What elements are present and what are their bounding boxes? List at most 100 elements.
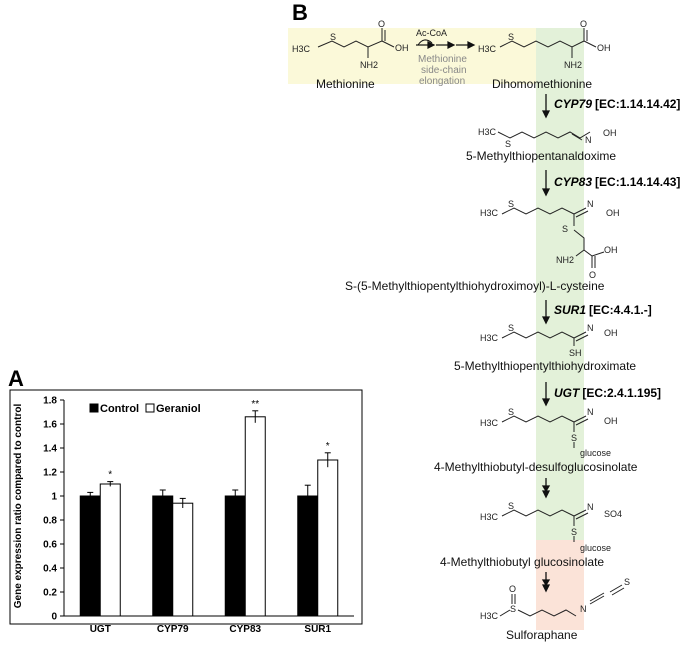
methionine-highlight xyxy=(288,28,536,84)
pathway-arrows xyxy=(541,94,551,593)
chart-frame xyxy=(9,389,363,625)
elongation-line-3: elongation xyxy=(419,76,465,87)
bar-control-ugt xyxy=(79,495,101,617)
y-tick-label: 1.4 xyxy=(43,444,57,455)
legend-label-geraniol: Geraniol xyxy=(156,403,201,415)
bar-geraniol-cyp83 xyxy=(244,416,266,617)
desulfo-s-glc: S xyxy=(571,433,577,443)
bar-geraniol-ugt xyxy=(99,483,121,617)
desulfo-glucose: glucose xyxy=(580,448,611,458)
elongation-line-2: side-chain xyxy=(421,65,467,76)
significance-label: ** xyxy=(251,399,259,410)
cysteine-s: S xyxy=(508,199,514,209)
y-tick-label: 1.8 xyxy=(43,396,57,407)
ac-coa-label: Ac-CoA xyxy=(416,28,447,38)
thiohydroximate-oh: OH xyxy=(604,328,618,338)
glucosinolate-so4: SO4 xyxy=(604,509,622,519)
methionine-h3c: H3C xyxy=(292,44,311,54)
aldoxime-label: 5-Methylthiopentanaldoxime xyxy=(466,149,616,163)
sulforaphane-n: N xyxy=(580,604,587,614)
dihomomethionine-oh: OH xyxy=(597,43,611,53)
y-axis-title: Gene expression ratio compared to contro… xyxy=(13,404,24,609)
methionine-oh: OH xyxy=(395,43,409,53)
chart-legend: Control Geraniol xyxy=(89,403,201,415)
cysteine-n: N xyxy=(587,199,594,209)
y-tick-label: 0.2 xyxy=(43,588,57,599)
cysteine-oh-oxime: OH xyxy=(606,208,620,218)
x-tick-label: SUR1 xyxy=(304,624,331,635)
step-cyp79: CYP79[EC:1.14.14.42] xyxy=(554,97,680,111)
sulforaphane-h3c: H3C xyxy=(480,611,499,621)
legend-label-control: Control xyxy=(100,403,139,415)
step-cyp83: CYP83[EC:1.14.14.43] xyxy=(554,175,680,189)
legend-swatch-geraniol xyxy=(145,403,155,413)
bar-control-cyp83 xyxy=(224,495,246,617)
y-tick-label: 0.8 xyxy=(43,516,57,527)
elongation-line-1: Methionine xyxy=(418,54,467,65)
panel-a-letter: A xyxy=(8,366,24,391)
y-tick-label: 0.6 xyxy=(43,540,57,551)
thiohydroximate-s: S xyxy=(508,323,514,333)
y-tick-label: 0.4 xyxy=(43,564,57,575)
aldoxime-s: S xyxy=(505,139,511,149)
sulforaphane-label: Sulforaphane xyxy=(506,628,578,642)
cysteine-oh-acid: OH xyxy=(604,245,618,255)
thiohydroximate-structure xyxy=(501,331,589,346)
step-sur1-ec: [EC:4.4.1.-] xyxy=(589,303,652,317)
legend-swatch-control xyxy=(89,403,99,413)
desulfo-label: 4-Methylthiobutyl-desulfoglucosinolate xyxy=(434,460,638,474)
y-tick-label: 0 xyxy=(51,612,57,623)
thiohydroximate-n: N xyxy=(587,323,594,333)
methionine-structure xyxy=(317,28,395,58)
thiohydroximate-h3c: H3C xyxy=(480,333,499,343)
dihomomethionine-nh2: NH2 xyxy=(564,60,582,70)
dihomomethionine-s: S xyxy=(508,32,514,42)
dihomomethionine-o: O xyxy=(580,19,587,29)
cysteine-o: O xyxy=(589,270,596,280)
desulfo-h3c: H3C xyxy=(480,418,499,428)
step-ugt: UGT[EC:2.4.1.195] xyxy=(554,386,661,400)
aldoxime-structure xyxy=(497,131,591,141)
thiohydroximate-sh: SH xyxy=(569,348,582,358)
cysteine-nh2: NH2 xyxy=(556,255,574,265)
sulforaphane-structure xyxy=(499,584,625,617)
significance-label: * xyxy=(326,441,330,452)
bar-geraniol-cyp79 xyxy=(172,502,194,617)
dihomomethionine-label: Dihomomethionine xyxy=(492,77,592,91)
ac-coa-curve-arrow xyxy=(417,39,433,46)
methionine-label: Methionine xyxy=(316,77,375,91)
step-ugt-gene: UGT xyxy=(554,386,581,400)
cysteine-s-link: S xyxy=(562,224,568,234)
aldoxime-oh: OH xyxy=(603,128,617,138)
glucosinolate-structure xyxy=(501,509,589,542)
significance-label: * xyxy=(108,470,112,481)
desulfo-structure xyxy=(501,415,589,448)
bar-control-sur1 xyxy=(297,495,319,617)
x-tick-label: CYP83 xyxy=(229,624,261,635)
glucosinolate-s-glc: S xyxy=(571,527,577,537)
aldoxime-n: N xyxy=(585,135,592,145)
dihomomethionine-h3c: H3C xyxy=(478,44,497,54)
y-ticks: 00.20.40.60.811.21.41.61.8 xyxy=(43,396,64,623)
step-sur1: SUR1[EC:4.4.1.-] xyxy=(554,303,652,317)
cysteine-h3c: H3C xyxy=(480,208,499,218)
sulforaphane-o: O xyxy=(509,584,516,594)
sulforaphane-s: S xyxy=(510,604,516,614)
methionine-o: O xyxy=(378,19,385,29)
glucosinolate-n: N xyxy=(587,502,594,512)
methionine-nh2: NH2 xyxy=(360,60,378,70)
bar-geraniol-sur1 xyxy=(317,459,339,617)
step-ugt-ec: [EC:2.4.1.195] xyxy=(582,386,661,400)
dihomomethionine-structure xyxy=(499,28,597,58)
y-tick-label: 1 xyxy=(51,492,57,503)
panel-b-letter: B xyxy=(292,0,308,25)
step-cyp79-gene: CYP79 xyxy=(554,97,592,111)
desulfo-s: S xyxy=(508,407,514,417)
step-cyp83-gene: CYP83 xyxy=(554,175,592,189)
sulforaphane-c: S xyxy=(624,577,630,587)
thiohydroximate-label: 5-Methylthiopentylthiohydroximate xyxy=(454,359,636,373)
aldoxime-h3c: H3C xyxy=(478,127,497,137)
glucosinolate-s: S xyxy=(508,501,514,511)
